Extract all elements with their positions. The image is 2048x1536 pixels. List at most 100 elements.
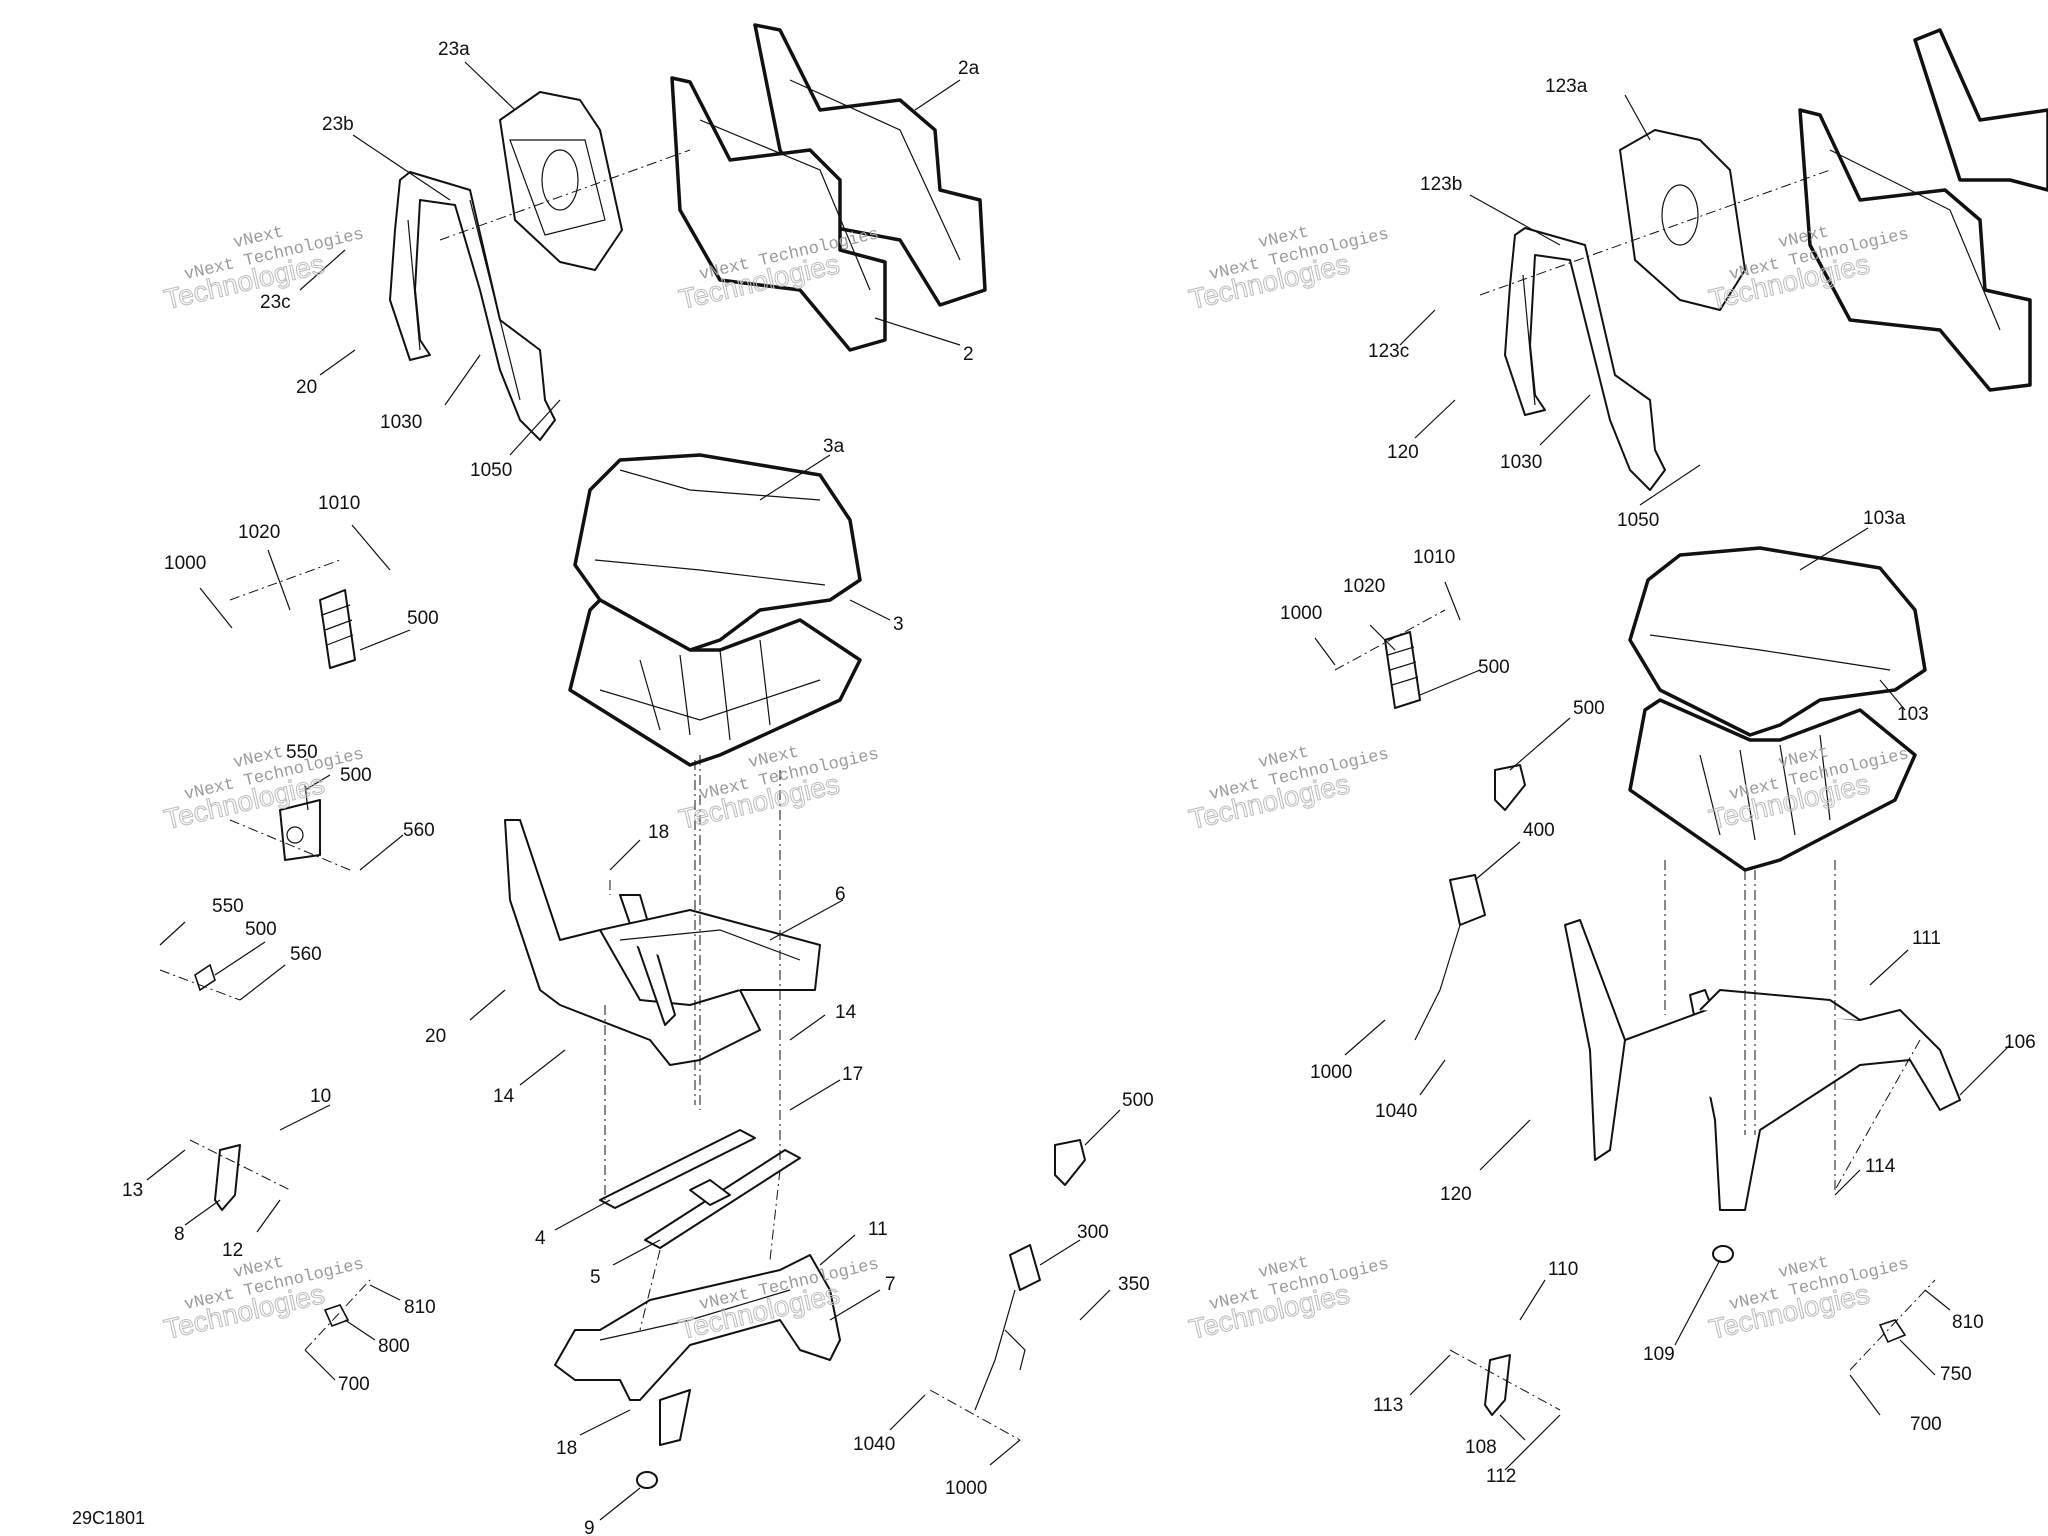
seat-frame-123b	[1504, 227, 1666, 491]
callout-label: 120	[1440, 1184, 1472, 1205]
callout-label: 1010	[318, 493, 360, 514]
callout-label: 108	[1465, 1437, 1497, 1458]
callout-label: 123b	[1420, 174, 1462, 195]
callout-label: 1020	[238, 522, 280, 543]
seatbelt-400	[1414, 874, 1486, 1041]
callout-label: 109	[1643, 1344, 1675, 1365]
callouts-right: 123a 123b 123c 120 1030 1050 103a 1010 1…	[1280, 76, 2036, 1487]
headrest-23a	[499, 91, 623, 271]
callout-label: 550	[286, 742, 318, 763]
callout-label: 111	[1912, 928, 1941, 949]
bushing-9	[636, 1471, 658, 1489]
callout-label: 2	[963, 344, 974, 365]
callout-label: 560	[403, 820, 435, 841]
buckle-500	[1054, 1139, 1086, 1186]
callout-label: 3a	[823, 436, 845, 457]
callout-label: 500	[1573, 698, 1605, 719]
callout-label: 9	[584, 1518, 595, 1536]
callout-label: 810	[1952, 1312, 1984, 1333]
callout-label: 1030	[1500, 452, 1542, 473]
callout-label: 1020	[1343, 576, 1385, 597]
callout-label: 1040	[1375, 1101, 1417, 1122]
callout-label: 14	[835, 1002, 857, 1023]
callout-label: 114	[1865, 1156, 1896, 1177]
callout-label: 103a	[1863, 508, 1906, 529]
alignment-lines-right	[1334, 169, 1936, 1411]
callout-label: 120	[1387, 442, 1419, 463]
seat-pan-frame-6	[504, 819, 821, 1066]
callout-label: 800	[378, 1336, 410, 1357]
callout-label: 700	[1910, 1414, 1942, 1435]
seat-cushion-3	[568, 453, 862, 767]
seat-frame-23b	[389, 171, 556, 441]
callout-label: 500	[1122, 1090, 1154, 1111]
watermark-7: vNext vNext Technologies Technologies	[1186, 223, 1391, 315]
diagram-reference-code: 29C1801	[72, 1508, 145, 1528]
bracket-500	[194, 963, 216, 992]
clip-8	[214, 1144, 241, 1211]
latch-500-right	[1384, 631, 1421, 709]
callout-label: 500	[245, 919, 277, 940]
callout-label: 1000	[164, 553, 206, 574]
leaders-left	[146, 61, 1121, 1521]
callout-label: 123a	[1545, 76, 1588, 97]
callout-label: 300	[1077, 1222, 1109, 1243]
watermark-3: vNext vNext Technologies Technologies	[161, 743, 366, 835]
callout-label: 700	[338, 1374, 370, 1395]
callout-label: 4	[535, 1228, 546, 1249]
callout-label: 810	[404, 1297, 436, 1318]
callout-label: 110	[1548, 1259, 1578, 1280]
callout-label: 106	[2004, 1032, 2036, 1053]
callout-label: 8	[174, 1224, 185, 1245]
watermark-9: vNext vNext Technologies Technologies	[1186, 743, 1391, 835]
buckle-500-right	[1494, 764, 1526, 811]
callout-label: 1010	[1413, 547, 1455, 568]
callout-label: 123c	[1368, 341, 1409, 362]
seatbelt-300	[974, 1244, 1041, 1411]
callouts-left: 23a 23b 2a 23c 20 1030 1050 2 3a 3 1010 …	[122, 39, 1154, 1536]
callout-label: 1050	[1617, 510, 1659, 531]
callout-label: 14	[493, 1086, 515, 1107]
callout-label: 23b	[322, 114, 354, 135]
callout-label: 20	[296, 377, 317, 398]
callout-label: 17	[842, 1064, 863, 1085]
callout-label: 500	[1478, 657, 1510, 678]
seat-cushion-103	[1628, 546, 1927, 872]
callout-label: 5	[590, 1267, 601, 1288]
callout-label: 20	[425, 1026, 446, 1047]
callout-label: 113	[1373, 1395, 1403, 1416]
latch-750	[1878, 1319, 1907, 1344]
headrest-123a	[1619, 129, 1746, 311]
seat-backrest-2	[670, 23, 987, 352]
watermark-11: vNext vNext Technologies Technologies	[1186, 1253, 1391, 1345]
callout-label: 11	[868, 1219, 888, 1240]
watermark-5: vNext vNext Technologies Technologies	[161, 1253, 366, 1345]
leaders-right	[1314, 94, 2011, 1471]
callout-label: 1040	[853, 1434, 895, 1455]
callout-label: 1030	[380, 412, 422, 433]
callout-label: 18	[648, 822, 669, 843]
callout-label: 500	[407, 608, 439, 629]
callout-label: 12	[222, 1240, 243, 1261]
seat-base-106	[1564, 919, 1961, 1211]
callout-label: 3	[893, 614, 904, 635]
callout-label: 10	[310, 1086, 331, 1107]
callout-label: 23c	[260, 292, 291, 313]
callout-label: 1050	[470, 460, 512, 481]
seat-rails-4-5	[599, 1129, 801, 1249]
alignment-lines-left	[159, 149, 1021, 1441]
clip-108	[1484, 1354, 1511, 1416]
seat-backrest-102	[1798, 28, 2048, 392]
callout-label: 400	[1523, 820, 1555, 841]
callout-label: 500	[340, 765, 372, 786]
callout-label: 103	[1897, 704, 1929, 725]
watermark-6: vNext Technologies Technologies	[676, 1255, 881, 1345]
callout-label: 6	[835, 884, 846, 905]
callout-label: 112	[1486, 1466, 1516, 1487]
callout-label: 1000	[945, 1478, 987, 1499]
callout-label: 560	[290, 944, 322, 965]
latch-500	[319, 589, 356, 669]
callout-label: 18	[556, 1438, 577, 1459]
base-frame-7	[554, 1254, 841, 1446]
